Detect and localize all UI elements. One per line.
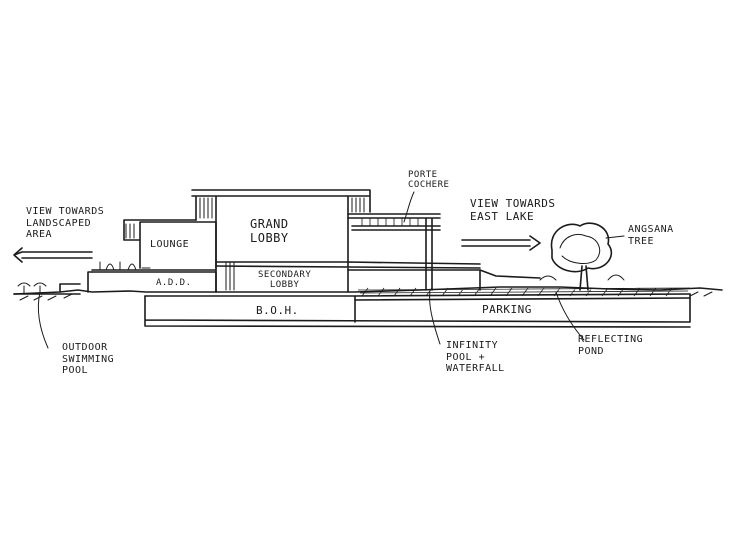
leader-outdoor-pool (37, 291, 49, 349)
secondary-lobby (215, 261, 481, 293)
ground-line (13, 286, 723, 295)
label-angsana-tree: ANGSANA TREE (628, 224, 674, 247)
stair-marks (225, 261, 235, 291)
pool-hatch (357, 287, 691, 297)
entry-ramp (347, 269, 541, 291)
grand-lobby-block (191, 189, 371, 293)
label-porte-cochere: PORTE COCHERE (408, 170, 450, 191)
shrubs (539, 274, 625, 281)
label-view-east-lake: VIEW TOWARDS EAST LAKE (470, 197, 556, 223)
label-parking: PARKING (482, 303, 532, 316)
label-outdoor-pool: OUTDOOR SWIMMING POOL (62, 342, 115, 376)
outdoor-pool-deck (13, 271, 93, 295)
label-infinity-pool: INFINITY POOL + WATERFALL (446, 340, 505, 374)
leader-porte-cochere (403, 191, 415, 223)
leader-reflecting-pond (555, 291, 585, 341)
label-grand-lobby: GRAND LOBBY (250, 217, 289, 245)
basement-roof (144, 293, 691, 297)
label-boh: B.O.H. (256, 304, 299, 317)
leader-angsana (605, 235, 625, 239)
label-add: A.D.D. (156, 278, 192, 288)
arrow-right-view (461, 235, 541, 251)
ground-hatch (19, 291, 713, 301)
arrow-left-view (13, 247, 93, 263)
add-deck-people (99, 261, 151, 271)
label-view-landscaped: VIEW TOWARDS LANDSCAPED AREA (26, 206, 105, 240)
tree-canopy (550, 222, 613, 273)
leader-infinity-pool (429, 291, 441, 345)
label-reflecting-pond: REFLECTING POND (578, 334, 644, 357)
pool-umbrellas (17, 282, 47, 295)
lounge-balcony (125, 223, 135, 239)
grand-lobby-columns (199, 197, 365, 219)
add-block (91, 269, 217, 293)
basement-outline (144, 293, 691, 328)
tree-canopy-scribble (559, 234, 601, 264)
label-secondary-lobby: SECONDARY LOBBY (258, 270, 312, 291)
porte-cochere-railing (361, 218, 419, 226)
label-lounge: LOUNGE (150, 239, 190, 250)
tree-trunk (579, 265, 589, 291)
basement-roof-top (354, 297, 691, 301)
